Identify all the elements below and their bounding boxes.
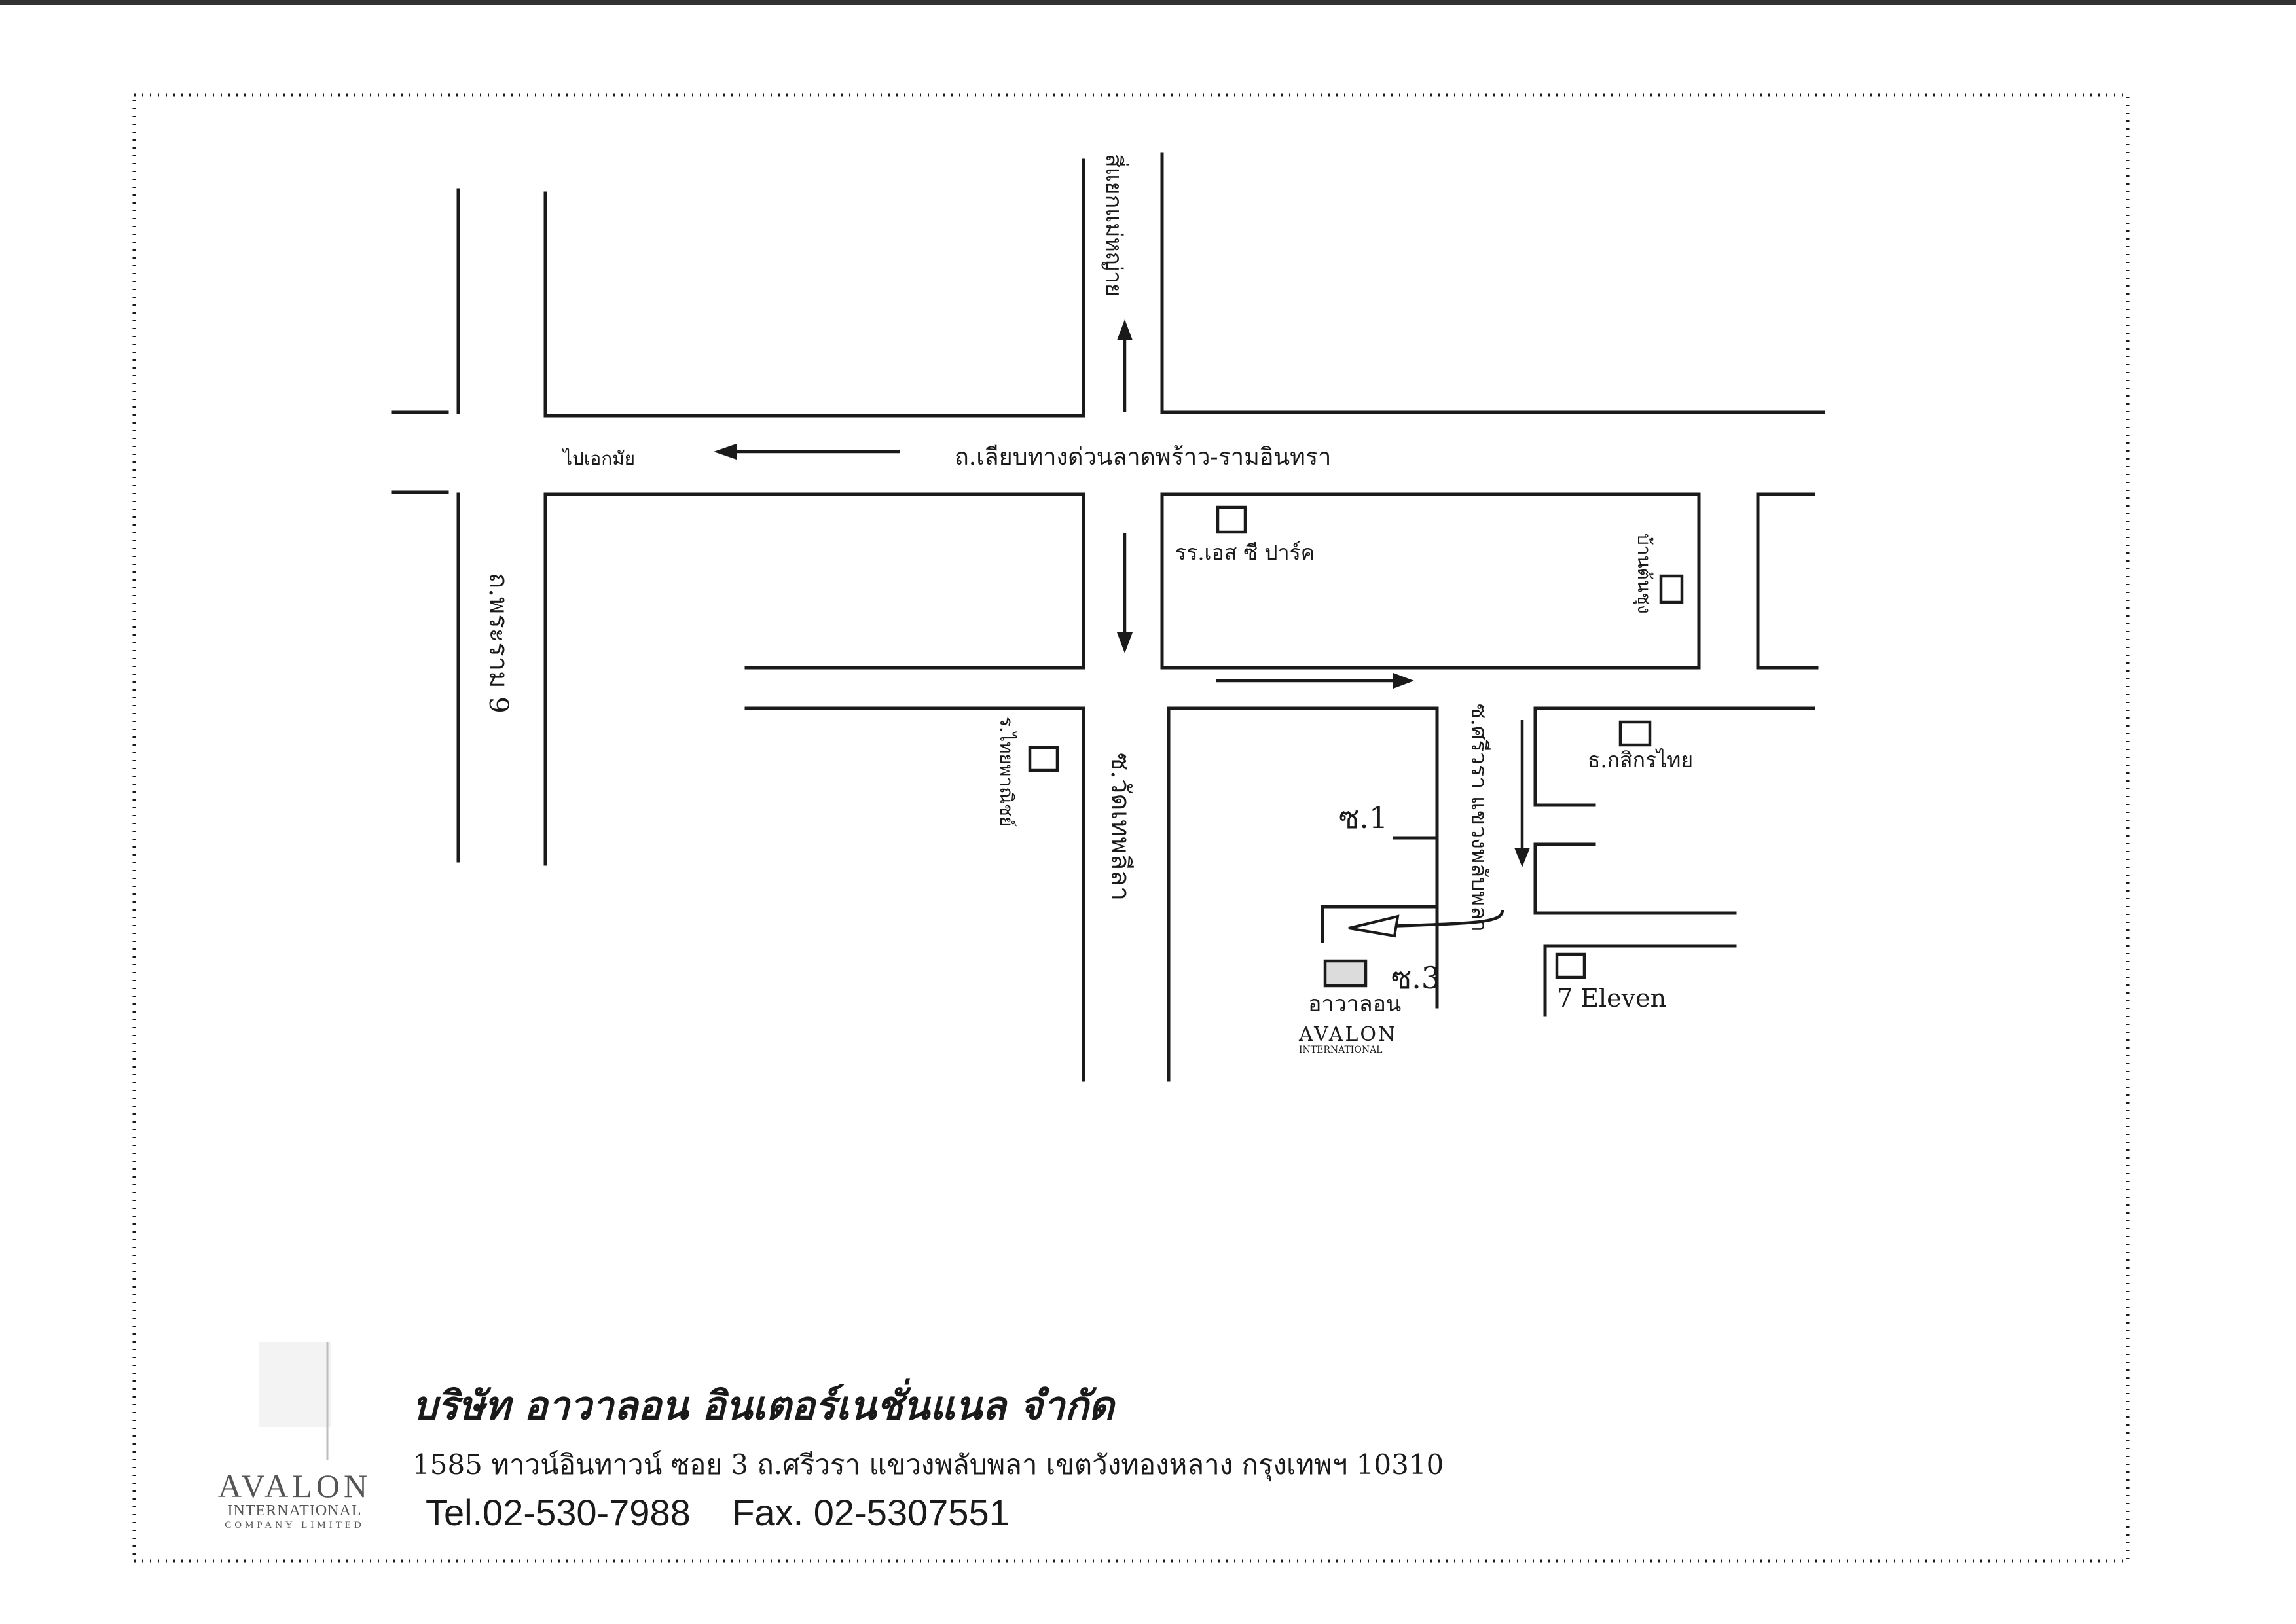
- tel-number: Tel.02-530-7988: [426, 1492, 691, 1533]
- school-marker: [1216, 505, 1247, 534]
- road-label-rama9: ถ.พระราม 9: [483, 573, 513, 713]
- bank-label: ธ.กสิกรไทย: [1588, 748, 1693, 772]
- avalon-map-logo: AVALON: [1298, 1023, 1397, 1046]
- logo-text-international: INTERNATIONAL: [227, 1502, 362, 1519]
- road-lines: [391, 152, 1825, 1082]
- left-place-marker: [1028, 746, 1059, 772]
- avalon-label: อาวาลอน: [1308, 991, 1401, 1017]
- bank-marker: [1618, 720, 1652, 747]
- house-label: บ้านต้นชุง: [1633, 533, 1655, 614]
- seven-eleven-label: 7 Eleven: [1557, 984, 1666, 1013]
- avalon-logo: AVALON INTERNATIONAL COMPANY LIMITED: [196, 1470, 393, 1531]
- road-label-center-north: สี่แยกแม่หญ่าย: [1101, 154, 1129, 297]
- seven-eleven-marker: [1555, 952, 1586, 979]
- direction-arrows: [714, 319, 1530, 938]
- scan-artifact: [259, 1342, 331, 1427]
- road-label-soi-right: ซ.ศรีวรา แขวงพลับพลา: [1466, 704, 1492, 932]
- map-frame: [132, 93, 2130, 1563]
- logo-text-company: COMPANY LIMITED: [225, 1520, 365, 1531]
- house-marker: [1659, 574, 1684, 604]
- school-label: รร.เอส ซี ปาร์ค: [1175, 540, 1315, 565]
- avalon-marker: [1323, 959, 1368, 988]
- logo-text-avalon: AVALON: [217, 1468, 372, 1504]
- road-label-ekkamai: ไปเอกมัย: [562, 448, 635, 469]
- company-name: บริษัท อาวาลอน อินเตอร์เนชั่นแนล จำกัด: [412, 1383, 1114, 1429]
- company-address: 1585 ทาวน์อินทาวน์ ซอย 3 ถ.ศรีวรา แขวงพล…: [412, 1449, 1444, 1481]
- contact-line: Tel.02-530-7988 Fax. 02-5307551: [426, 1491, 1041, 1534]
- road-label-center-south: ซ.วัดเทพลีลา: [1105, 753, 1135, 901]
- avalon-map-logo-sub: INTERNATIONAL: [1299, 1045, 1382, 1055]
- soi-1-label: ซ.1: [1339, 800, 1388, 835]
- fax-number: Fax. 02-5307551: [732, 1492, 1010, 1533]
- landmark-boxes: [1028, 505, 1684, 988]
- road-label-main: ถ.เลียบทางด่วนลาดพร้าว-รามอินทรา: [955, 444, 1331, 471]
- map-labels: ถ.เลียบทางด่วนลาดพร้าว-รามอินทรา ไปเอกมั…: [483, 154, 1693, 1055]
- left-place-label: ร.ไทยพาณิชย์: [996, 717, 1017, 827]
- soi-3-label: ซ.3: [1391, 960, 1440, 996]
